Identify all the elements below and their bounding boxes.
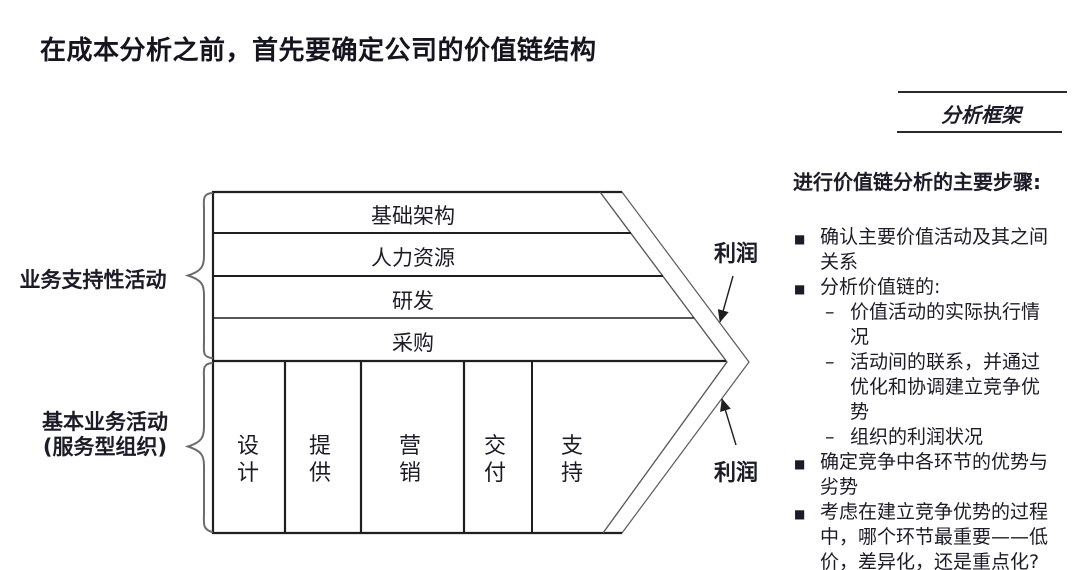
- dash-bullet-icon: –: [825, 351, 835, 373]
- list-subitem: – 价值活动的实际执行情况: [793, 300, 1055, 350]
- list-item-text: 活动间的联系，并通过优化和协调建立竞争优势: [850, 351, 1041, 423]
- support-row-hr: 人力资源: [371, 246, 455, 270]
- list-item-text: 分析价值链的:: [820, 276, 941, 298]
- profit-arrow-top: [717, 275, 734, 323]
- primary-col-support: 支持: [560, 434, 583, 486]
- list-item: ■ 分析价值链的:: [793, 275, 1055, 300]
- list-item-text: 价值活动的实际执行情况: [850, 301, 1041, 348]
- framework-tab: 分析框架: [941, 103, 1021, 127]
- list-item-text: 组织的利润状况: [850, 426, 984, 448]
- square-bullet-icon: ■: [794, 507, 806, 521]
- square-bullet-icon: ■: [794, 282, 806, 296]
- arrow-tip-edge: [599, 191, 728, 534]
- primary-activities-label-line1: 基本业务活动: [42, 410, 168, 434]
- support-row-rd: 研发: [392, 289, 434, 313]
- list-item-text: 考虑在建立竞争优势的过程中，哪个环节最重要——低价，差异化，还是重点化?: [820, 501, 1049, 570]
- steps-heading: 进行价值链分析的主要步骤:: [793, 170, 1041, 194]
- square-bullet-icon: ■: [794, 232, 806, 246]
- dash-bullet-icon: –: [825, 301, 835, 323]
- primary-brace: [184, 362, 213, 533]
- steps-list: ■ 确认主要价值活动及其之间关系 ■ 分析价值链的: – 价值活动的实际执行情况…: [793, 225, 1055, 570]
- list-item-text: 确认主要价值活动及其之间关系: [820, 226, 1049, 273]
- dash-bullet-icon: –: [825, 426, 835, 448]
- primary-activities-label: 基本业务活动 (服务型组织): [20, 410, 190, 460]
- steps-panel: 进行价值链分析的主要步骤: ■ 确认主要价值活动及其之间关系 ■ 分析价值链的:…: [793, 166, 1055, 570]
- profit-label-bottom: 利润: [714, 461, 759, 486]
- list-item-text: 确定竞争中各环节的优势与劣势: [820, 451, 1049, 498]
- primary-activities-label-line2: (服务型组织): [42, 435, 168, 459]
- framework-rule-top: [898, 91, 1067, 93]
- list-item: ■ 确定竞争中各环节的优势与劣势: [793, 450, 1055, 500]
- profit-arrow-bottom: [720, 398, 737, 446]
- primary-col-marketing: 营销: [398, 434, 421, 486]
- list-subitem: – 组织的利润状况: [793, 425, 1055, 450]
- support-row-procurement: 采购: [392, 331, 434, 355]
- list-item: ■ 确认主要价值活动及其之间关系: [793, 225, 1055, 275]
- support-activities-label: 业务支持性活动: [19, 268, 167, 292]
- page-title: 在成本分析之前，首先要确定公司的价值链结构: [40, 36, 597, 66]
- primary-col-delivery: 交付: [483, 434, 506, 486]
- support-brace: [184, 192, 213, 359]
- primary-col-provide: 提供: [308, 434, 331, 486]
- primary-col-design: 设计: [236, 434, 259, 486]
- support-row-infrastructure: 基础架构: [371, 204, 455, 228]
- list-item: ■ 考虑在建立竞争优势的过程中，哪个环节最重要——低价，差异化，还是重点化?: [793, 500, 1055, 570]
- framework-rule-bottom: [897, 131, 1062, 133]
- square-bullet-icon: ■: [794, 457, 806, 471]
- list-subitem: – 活动间的联系，并通过优化和协调建立竞争优势: [793, 350, 1055, 425]
- profit-label-top: 利润: [714, 242, 759, 267]
